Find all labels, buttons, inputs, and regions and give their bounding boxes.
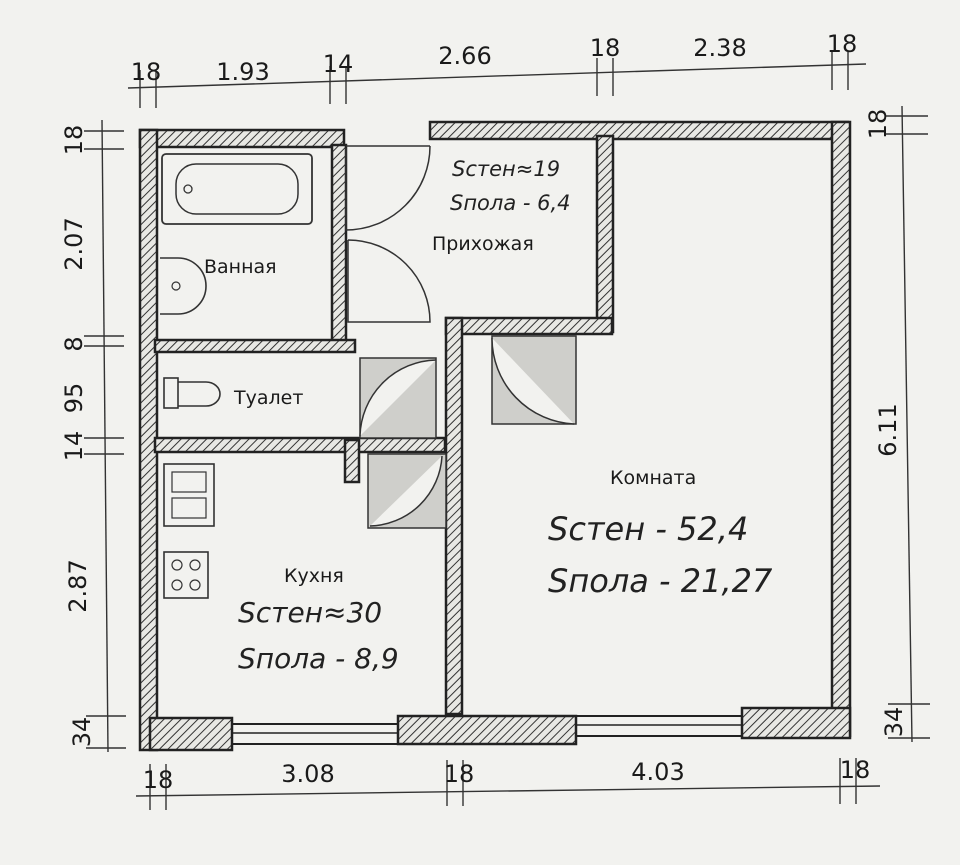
- dim-left-6: 2.87: [64, 559, 92, 612]
- dim-left-1: 18: [60, 125, 88, 156]
- living-walls-note: Sстен - 52,4: [548, 510, 748, 548]
- kitchen-walls-note: Sстен≈30: [238, 596, 382, 629]
- room-hall: Прихожая: [432, 233, 534, 255]
- area-notes: Sстен≈19 Sпола - 6,4 Sстен≈30 Sпола - 8,…: [238, 157, 773, 675]
- dimension-labels: 18 1.93 14 2.66 18 2.38 18 18 3.08 18 4.…: [60, 30, 908, 794]
- hall-walls-note: Sстен≈19: [452, 157, 560, 181]
- bathtub-icon: [161, 153, 313, 225]
- dim-bottom-5: 18: [840, 756, 871, 784]
- room-living: Комната: [610, 467, 696, 489]
- dim-top-2: 1.93: [216, 58, 269, 86]
- dim-left-7: 34: [68, 717, 96, 748]
- dim-top-6: 2.38: [693, 34, 746, 62]
- dim-bottom-2: 3.08: [281, 760, 334, 788]
- dim-top-3: 14: [323, 50, 354, 78]
- dim-top-4: 2.66: [438, 42, 491, 70]
- dimension-lines: [84, 52, 930, 810]
- dim-right-3: 34: [880, 707, 908, 738]
- dim-bottom-3: 18: [444, 760, 475, 788]
- room-kitchen: Кухня: [284, 565, 344, 587]
- stove-icon: [163, 551, 209, 599]
- dim-bottom-1: 18: [143, 766, 174, 794]
- dim-left-3: 8: [60, 336, 88, 351]
- walls: [138, 120, 852, 752]
- living-floor-note: Sпола - 21,27: [548, 562, 773, 600]
- dim-right-1: 18: [864, 109, 892, 140]
- sink-icon: [160, 257, 207, 315]
- hall-floor-note: Sпола - 6,4: [450, 191, 571, 215]
- room-labels: Ванная Прихожая Туалет Кухня Комната: [204, 233, 696, 587]
- dim-top-1: 18: [131, 58, 162, 86]
- dim-top-7: 18: [827, 30, 858, 58]
- room-bath: Ванная: [204, 256, 277, 278]
- dim-right-2: 6.11: [874, 403, 902, 456]
- dim-left-5: 95: [60, 383, 88, 414]
- dim-bottom-4: 4.03: [631, 758, 684, 786]
- toilet-icon: [163, 377, 221, 409]
- kitchen-sink-icon: [163, 463, 215, 527]
- dim-left-2: 2.07: [60, 217, 88, 270]
- room-toilet: Туалет: [233, 387, 303, 409]
- kitchen-floor-note: Sпола - 8,9: [238, 642, 399, 675]
- dim-top-5: 18: [590, 34, 621, 62]
- doors: [345, 145, 577, 529]
- dim-left-4: 14: [60, 431, 88, 462]
